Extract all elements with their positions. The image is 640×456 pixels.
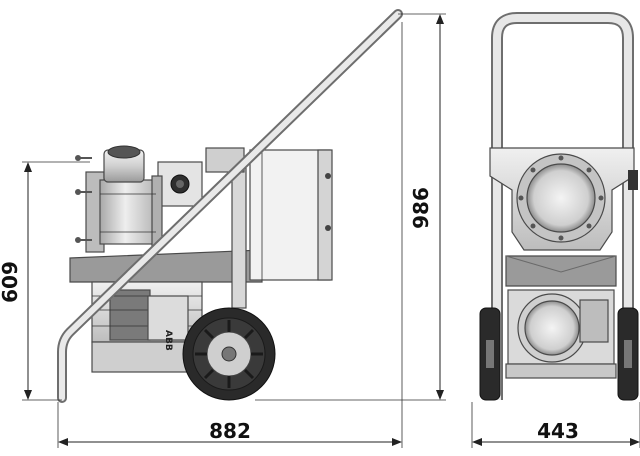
front-wheels	[479, 307, 639, 401]
side-foam-plate	[69, 249, 263, 283]
pump-head	[75, 145, 163, 253]
dim-label-width: 443	[537, 419, 579, 443]
side-view: ABB	[57, 9, 403, 403]
side-frame-column	[231, 159, 247, 309]
front-view	[479, 12, 639, 401]
front-pump-body	[489, 147, 638, 251]
front-motor	[505, 289, 617, 379]
electronics-enclosure	[249, 149, 333, 281]
front-frame-handle	[491, 12, 634, 400]
side-wheel	[182, 307, 276, 401]
motor-housing	[91, 281, 203, 373]
dim-label-overall-height: 986	[409, 187, 433, 229]
dim-label-length: 882	[209, 419, 251, 443]
dim-label-body-height: 609	[0, 261, 22, 303]
abb-logo: ABB	[163, 330, 173, 351]
side-handle	[57, 9, 403, 403]
dimension-lines	[22, 13, 640, 448]
control-box	[157, 161, 203, 207]
